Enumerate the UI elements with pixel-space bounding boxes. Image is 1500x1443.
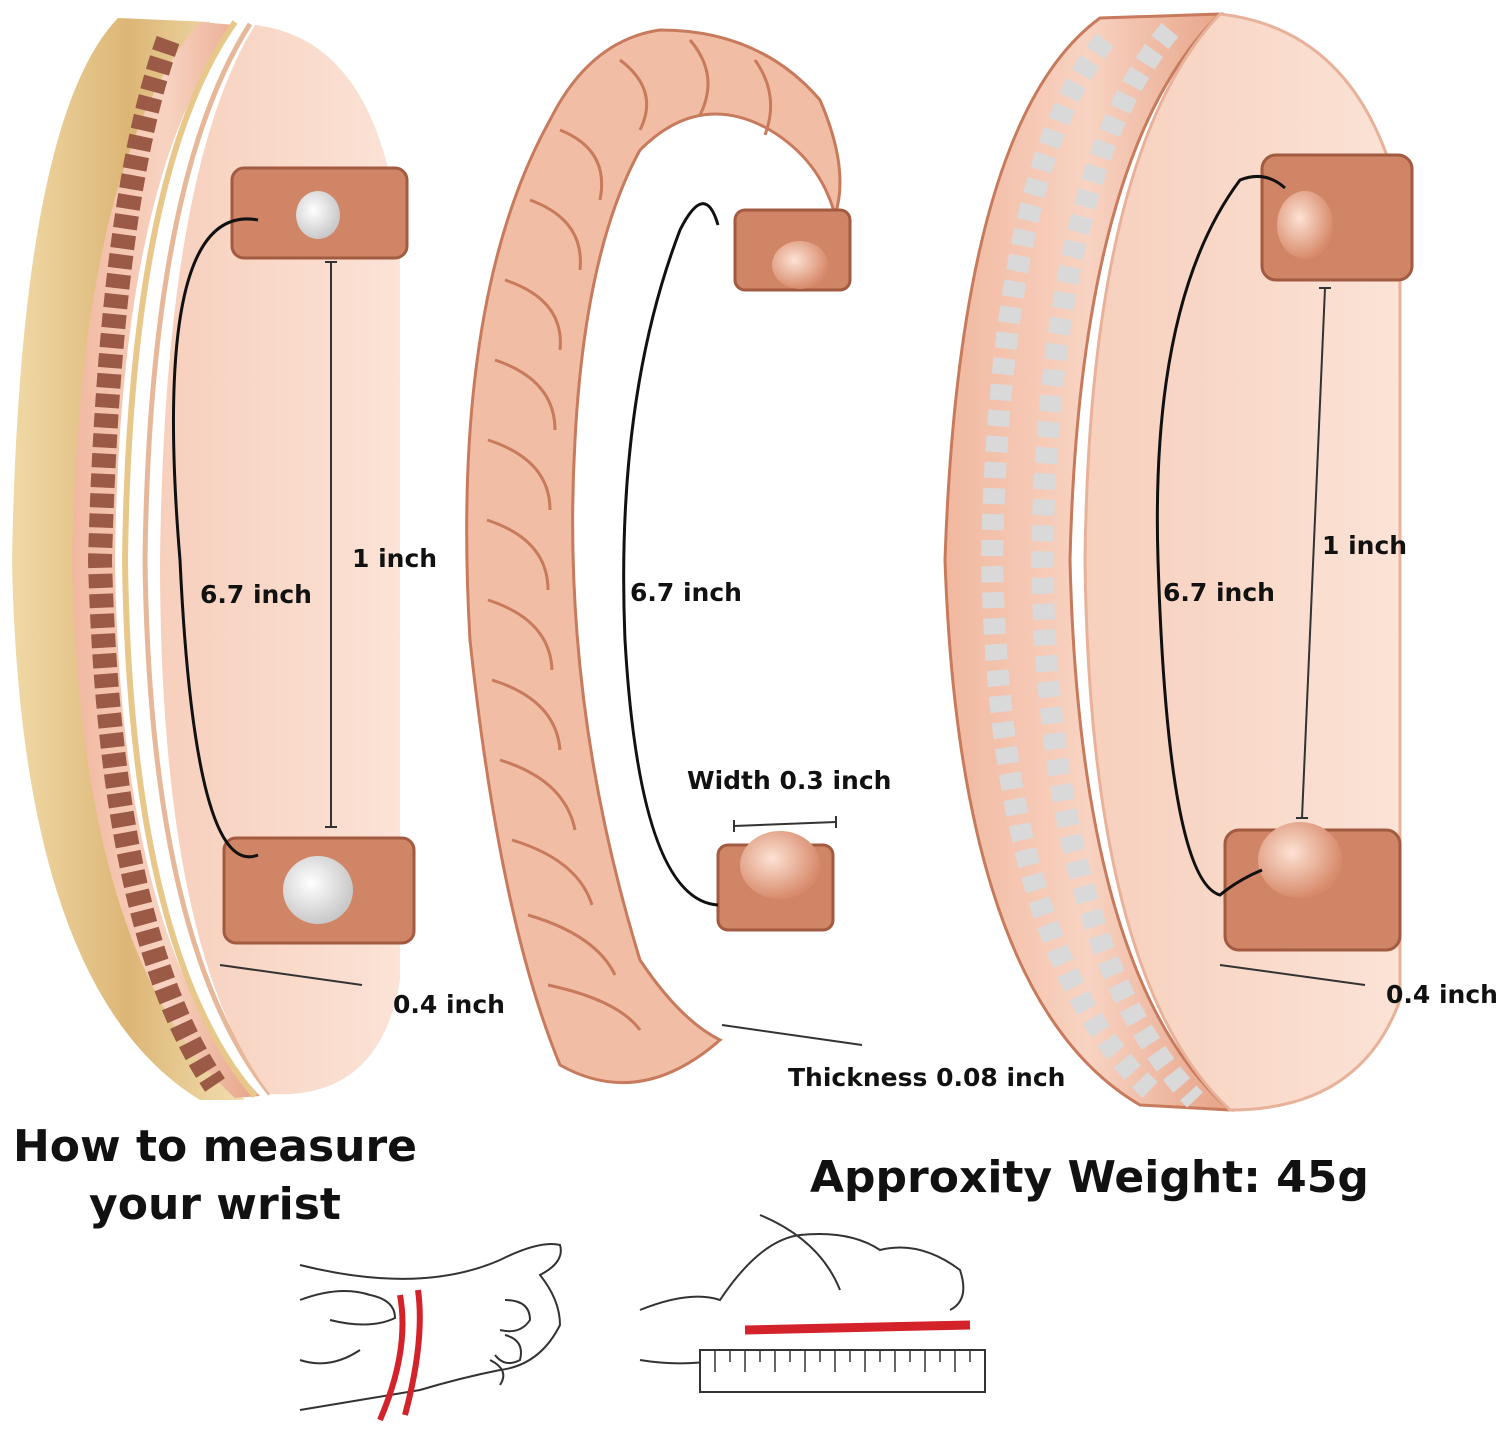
length-arc [622, 202, 720, 907]
bracelet-2-width-label: Width 0.3 inch [687, 766, 892, 795]
bracelet-3-gap-label: 1 inch [1322, 531, 1408, 560]
bracelet-1 [12, 18, 416, 1100]
bracelet-1-width-label: 0.4 inch [393, 990, 505, 1019]
stud-end-icon [1277, 191, 1333, 259]
stud-end-icon [1258, 822, 1342, 898]
thickness-line [721, 1024, 863, 1046]
bracelet-2 [465, 28, 863, 1084]
weight-label: Approxity Weight: 45g [810, 1152, 1369, 1203]
bracelet-3-width-label: 0.4 inch [1386, 980, 1498, 1009]
ruler-measure-illustration [639, 1214, 986, 1393]
width-line [733, 821, 837, 827]
magnet-end-icon [296, 191, 340, 239]
magnet-end-icon [283, 856, 353, 924]
wrist-wrap-illustration [299, 1243, 562, 1422]
stud-end-icon [772, 241, 828, 289]
gap-line [1301, 287, 1326, 819]
bracelet-1-gap-label: 1 inch [352, 544, 438, 573]
width-line [219, 964, 363, 986]
bracelet-3 [943, 12, 1414, 1112]
bracelet-1-length-label: 6.7 inch [200, 580, 312, 609]
measure-wrist-heading: How to measure your wrist [0, 1118, 430, 1234]
stud-end-icon [740, 831, 820, 899]
length-arc [172, 217, 259, 859]
bracelet-3-length-label: 6.7 inch [1163, 578, 1275, 607]
bracelet-2-thickness-label: Thickness 0.08 inch [788, 1063, 1066, 1092]
bracelet-2-length-label: 6.7 inch [630, 578, 742, 607]
measure-wrist-heading-line-2: your wrist [89, 1179, 341, 1230]
width-line [1219, 964, 1366, 986]
measure-wrist-heading-line-1: How to measure [12, 1121, 418, 1172]
length-arc [1155, 174, 1287, 897]
